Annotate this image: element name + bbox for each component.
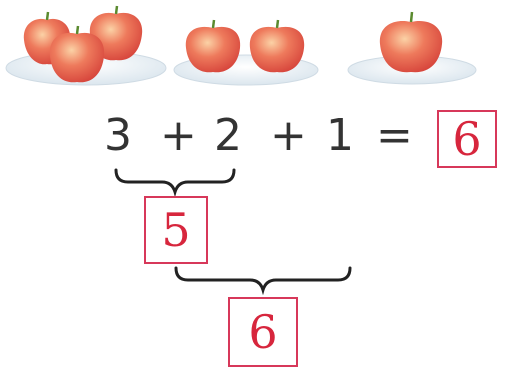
plate-3 (348, 12, 476, 84)
answer-box: 6 (437, 110, 497, 168)
term-3: 3 (104, 114, 132, 158)
term-1: 1 (326, 114, 354, 158)
answer-value: 6 (452, 116, 481, 162)
plate-2 (174, 20, 318, 85)
term-2: 2 (214, 114, 242, 158)
brace-first-pair (116, 170, 234, 192)
apple-icon (250, 20, 304, 72)
brace-second-pair (176, 268, 350, 290)
second-sum-box: 6 (228, 297, 298, 367)
equals-sign: = (376, 114, 413, 158)
plus-sign-1: + (160, 114, 197, 158)
plate-1 (6, 6, 166, 85)
plus-sign-2: + (270, 114, 307, 158)
first-sum-box: 5 (144, 196, 208, 264)
apple-icon (186, 20, 240, 72)
second-sum-value: 6 (248, 309, 277, 355)
first-sum-value: 5 (161, 207, 190, 253)
apple-icon (380, 12, 442, 72)
